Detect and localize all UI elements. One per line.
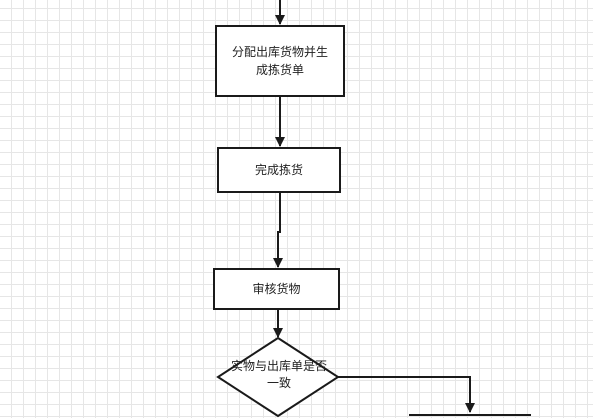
- decision-label: 实物与出库单是否一致: [230, 359, 327, 390]
- allocate-goods-label: 分配出库货物并生成拣货单: [231, 45, 328, 77]
- edge-decision-right-branch: [338, 376, 475, 413]
- decision-diamond: [216, 336, 340, 418]
- review-goods-label: 审核货物: [252, 282, 301, 296]
- review-goods-node: 审核货物: [213, 268, 340, 310]
- complete-picking-node: 完成拣货: [217, 147, 341, 193]
- edge-pick-to-review: [273, 193, 283, 268]
- complete-picking-label: 完成拣货: [254, 163, 303, 177]
- allocate-goods-node: 分配出库货物并生成拣货单: [215, 25, 345, 97]
